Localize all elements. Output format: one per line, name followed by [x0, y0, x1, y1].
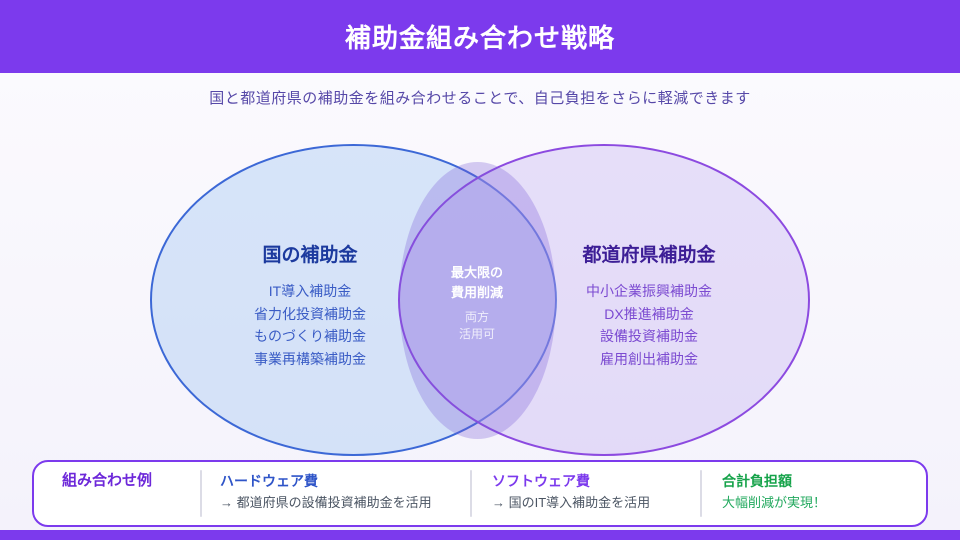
prefectural-subsidy-item: 雇用創出補助金 [600, 350, 698, 367]
examples-label: 組み合わせ例 [62, 472, 153, 489]
national-subsidy-group: 国の補助金 IT導入補助金 省力化投資補助金 ものづくり補助金 事業再構築補助金 [170, 245, 450, 370]
prefectural-subsidy-item: DX推進補助金 [604, 305, 694, 322]
software-cost-column: ソフトウェア費 → 国のIT導入補助金を活用 [472, 462, 700, 525]
header-band: 補助金組み合わせ戦略 [0, 0, 960, 73]
national-subsidy-item: 事業再構築補助金 [254, 350, 366, 367]
prefectural-subsidy-item: 設備投資補助金 [600, 328, 698, 344]
combination-examples-card: 組み合わせ例 ハードウェア費 → 都道府県の設備投資補助金を活用 ソフトウェア費… [32, 460, 928, 527]
software-cost-title: ソフトウェア費 [492, 473, 590, 489]
hardware-cost-title: ハードウェア費 [220, 473, 318, 489]
prefectural-subsidy-group: 都道府県補助金 中小企業振興補助金 DX推進補助金 設備投資補助金 雇用創出補助… [509, 245, 789, 370]
overlap-note-group: 両方 活用可 [407, 309, 547, 342]
national-subsidy-title: 国の補助金 [262, 245, 358, 266]
national-subsidy-item: 省力化投資補助金 [254, 305, 366, 322]
subtitle-text: 国と都道府県の補助金を組み合わせることで、自己負担をさらに軽減できます [209, 90, 751, 107]
prefectural-subsidy-title: 都道府県補助金 [582, 245, 716, 266]
overlap-emphasis-line: 費用削減 [450, 285, 503, 300]
prefectural-subsidy-item: 中小企業振興補助金 [586, 283, 712, 299]
column-divider [200, 470, 202, 517]
overlap-note-line: 両方 [464, 310, 489, 324]
venn-circle-prefectural [398, 144, 810, 456]
total-burden-desc: 大幅削減が実現！ [722, 495, 827, 510]
footer-accent-strip [0, 530, 960, 540]
national-subsidy-item: IT導入補助金 [268, 283, 352, 299]
venn-overlap-region [399, 162, 556, 439]
overlap-emphasis-line: 最大限の [450, 265, 503, 280]
software-cost-desc: → 国のIT導入補助金を活用 [492, 495, 651, 510]
page-title: 補助金組み合わせ戦略 [344, 23, 615, 53]
column-divider [700, 470, 702, 517]
hardware-cost-desc: → 都道府県の設備投資補助金を活用 [220, 495, 432, 510]
hardware-cost-column: ハードウェア費 → 都道府県の設備投資補助金を活用 [202, 462, 470, 525]
overlap-note-line: 活用可 [458, 326, 495, 341]
total-burden-title: 合計負担額 [722, 473, 792, 489]
column-divider [470, 470, 472, 517]
examples-label-column: 組み合わせ例 [34, 462, 200, 525]
national-subsidy-item: ものづくり補助金 [254, 328, 366, 344]
overlap-text-group: 最大限の 費用削減 両方 活用可 [407, 263, 547, 342]
total-burden-column: 合計負担額 大幅削減が実現！ [702, 462, 926, 525]
